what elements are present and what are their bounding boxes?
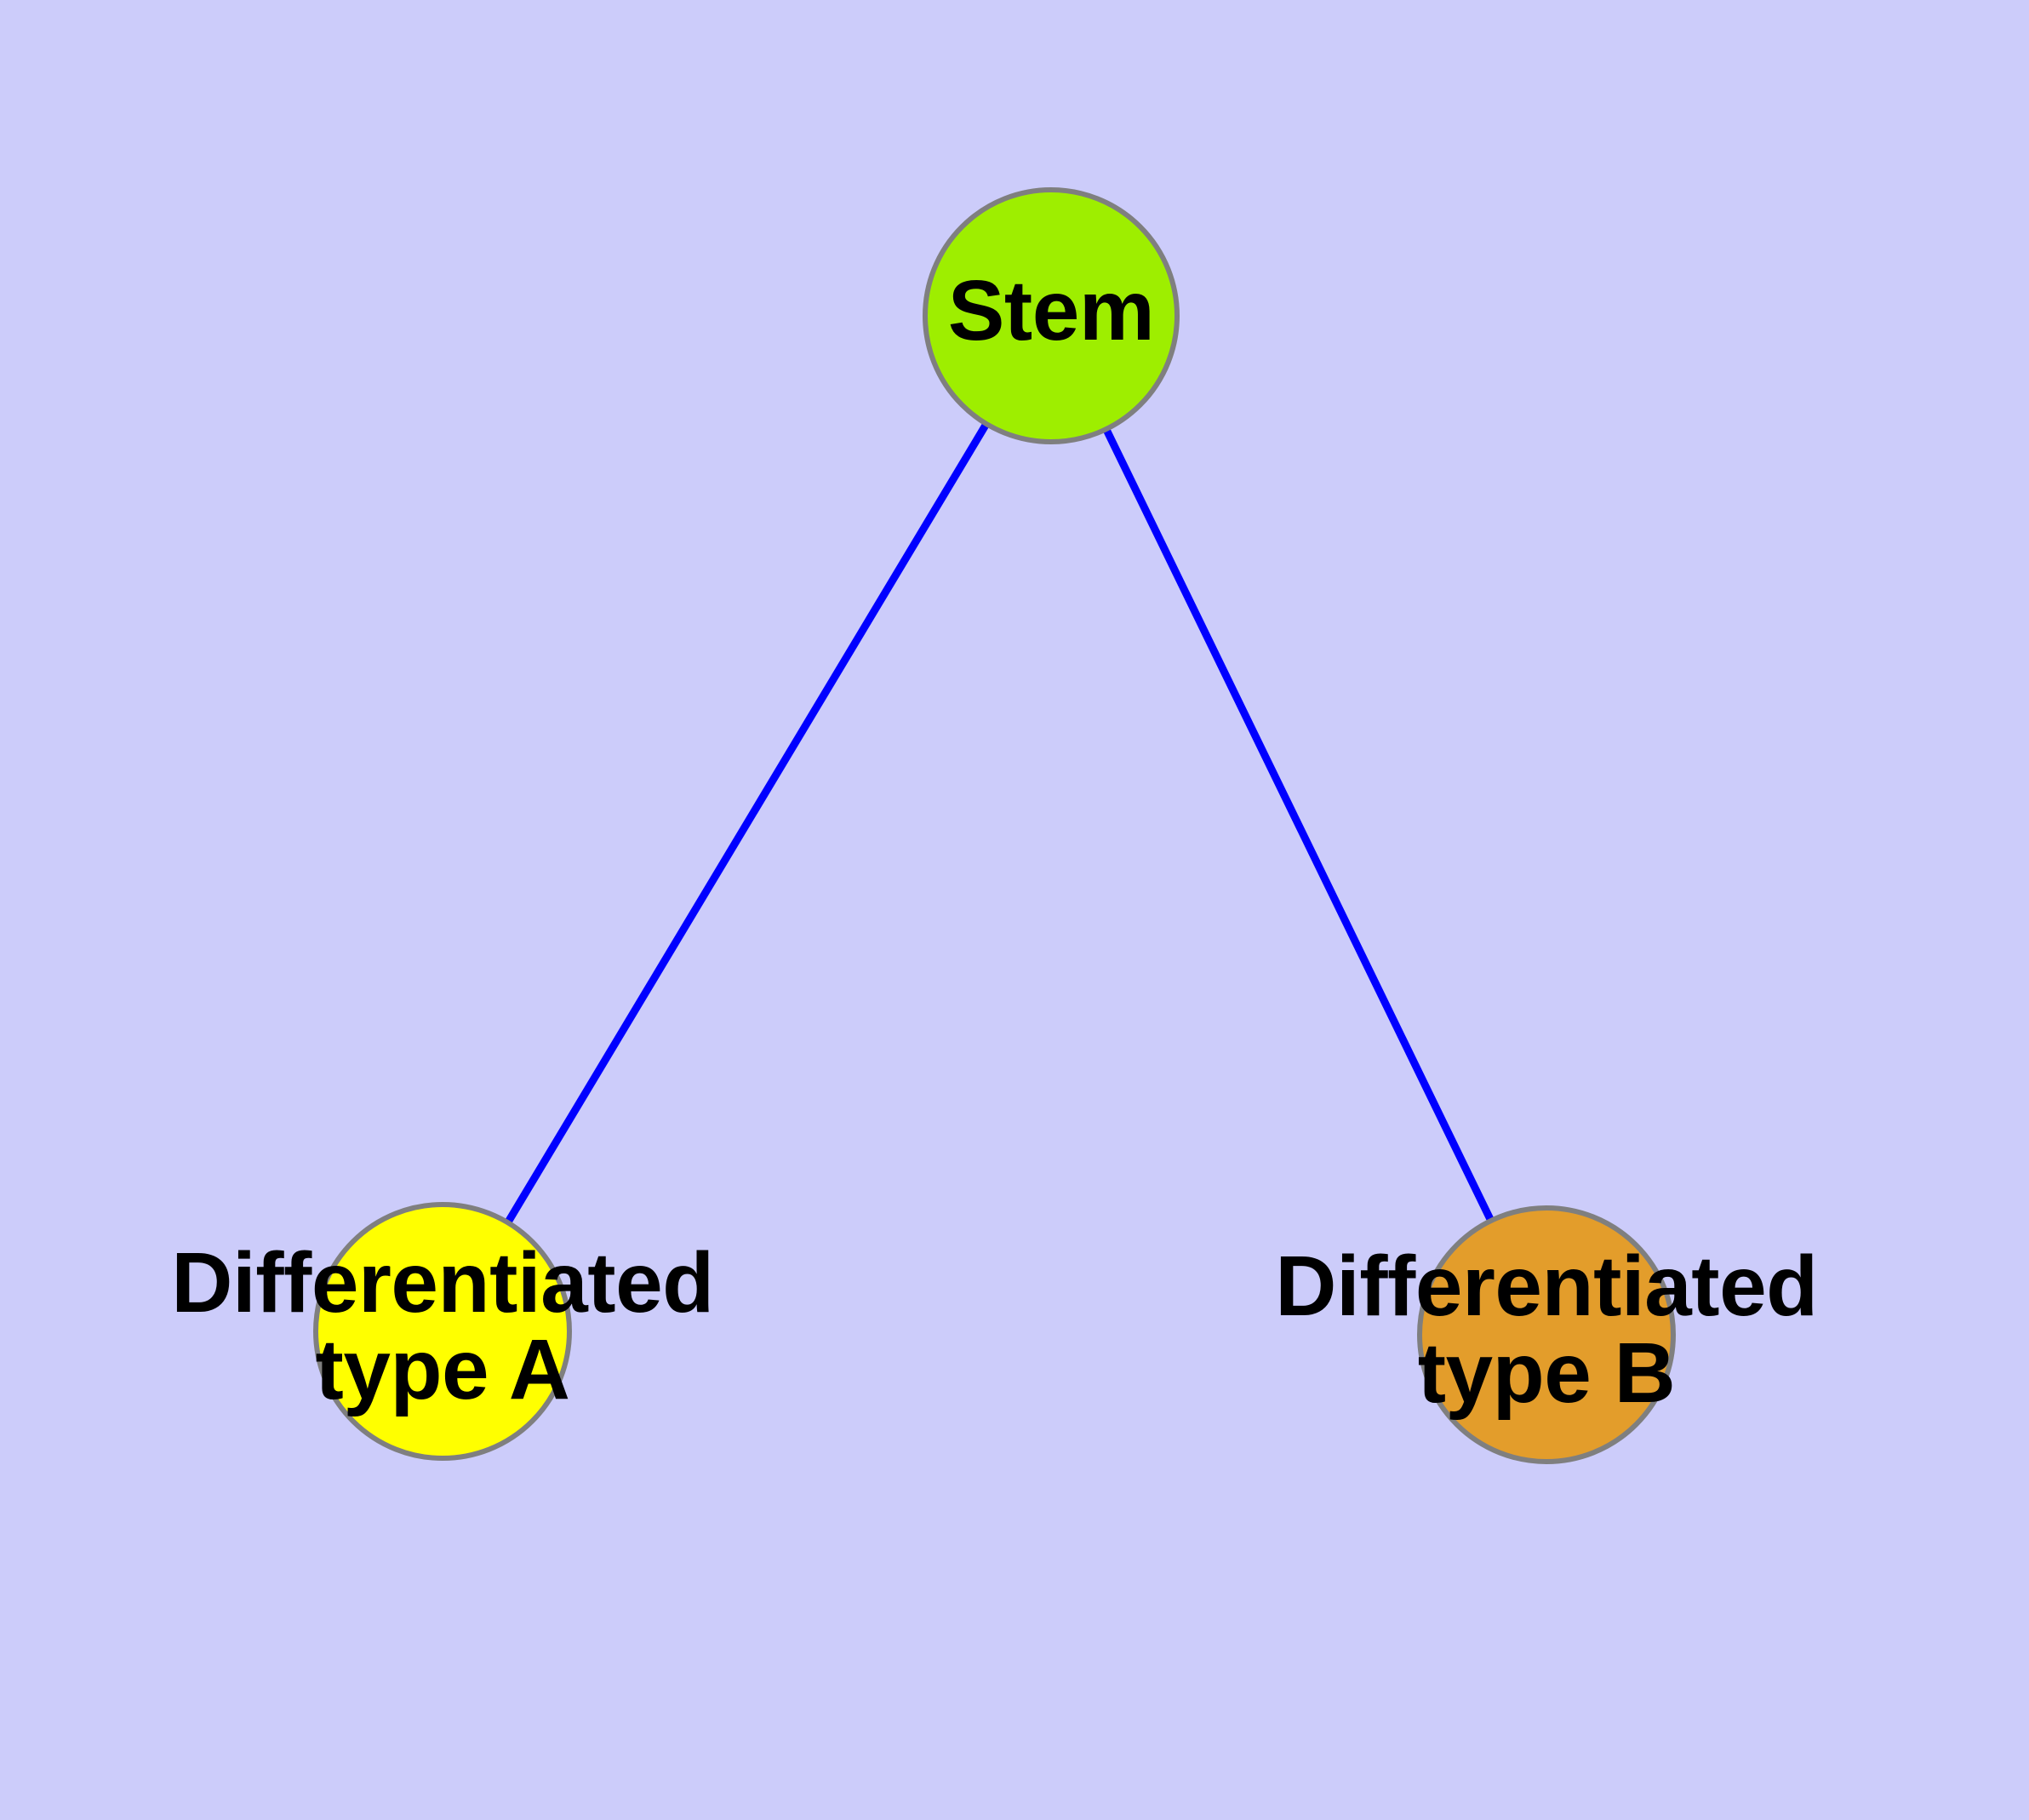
node-differentiated-type-a-label-line-2: type A (315, 1322, 570, 1417)
node-differentiated-type-b-label: Differentiated type B (951, 1243, 2029, 1417)
node-differentiated-type-a-label-line-1: Differentiated (171, 1235, 714, 1331)
node-stem-label: Stem (455, 267, 1647, 354)
node-stem-label-line-1: Stem (947, 263, 1155, 358)
node-differentiated-type-b-label-line-1: Differentiated (1275, 1239, 1818, 1334)
edge-stem-to-differentiated-type-a (500, 415, 994, 1233)
node-stem[interactable] (923, 187, 1180, 444)
edge-stem-to-differentiated-type-b (1099, 420, 1499, 1230)
node-differentiated-type-b[interactable] (1417, 1205, 1676, 1464)
node-differentiated-type-b-label-line-2: type B (1417, 1325, 1676, 1421)
node-differentiated-type-a-label: Differentiated type A (0, 1239, 1038, 1413)
node-differentiated-type-a[interactable] (313, 1202, 572, 1461)
